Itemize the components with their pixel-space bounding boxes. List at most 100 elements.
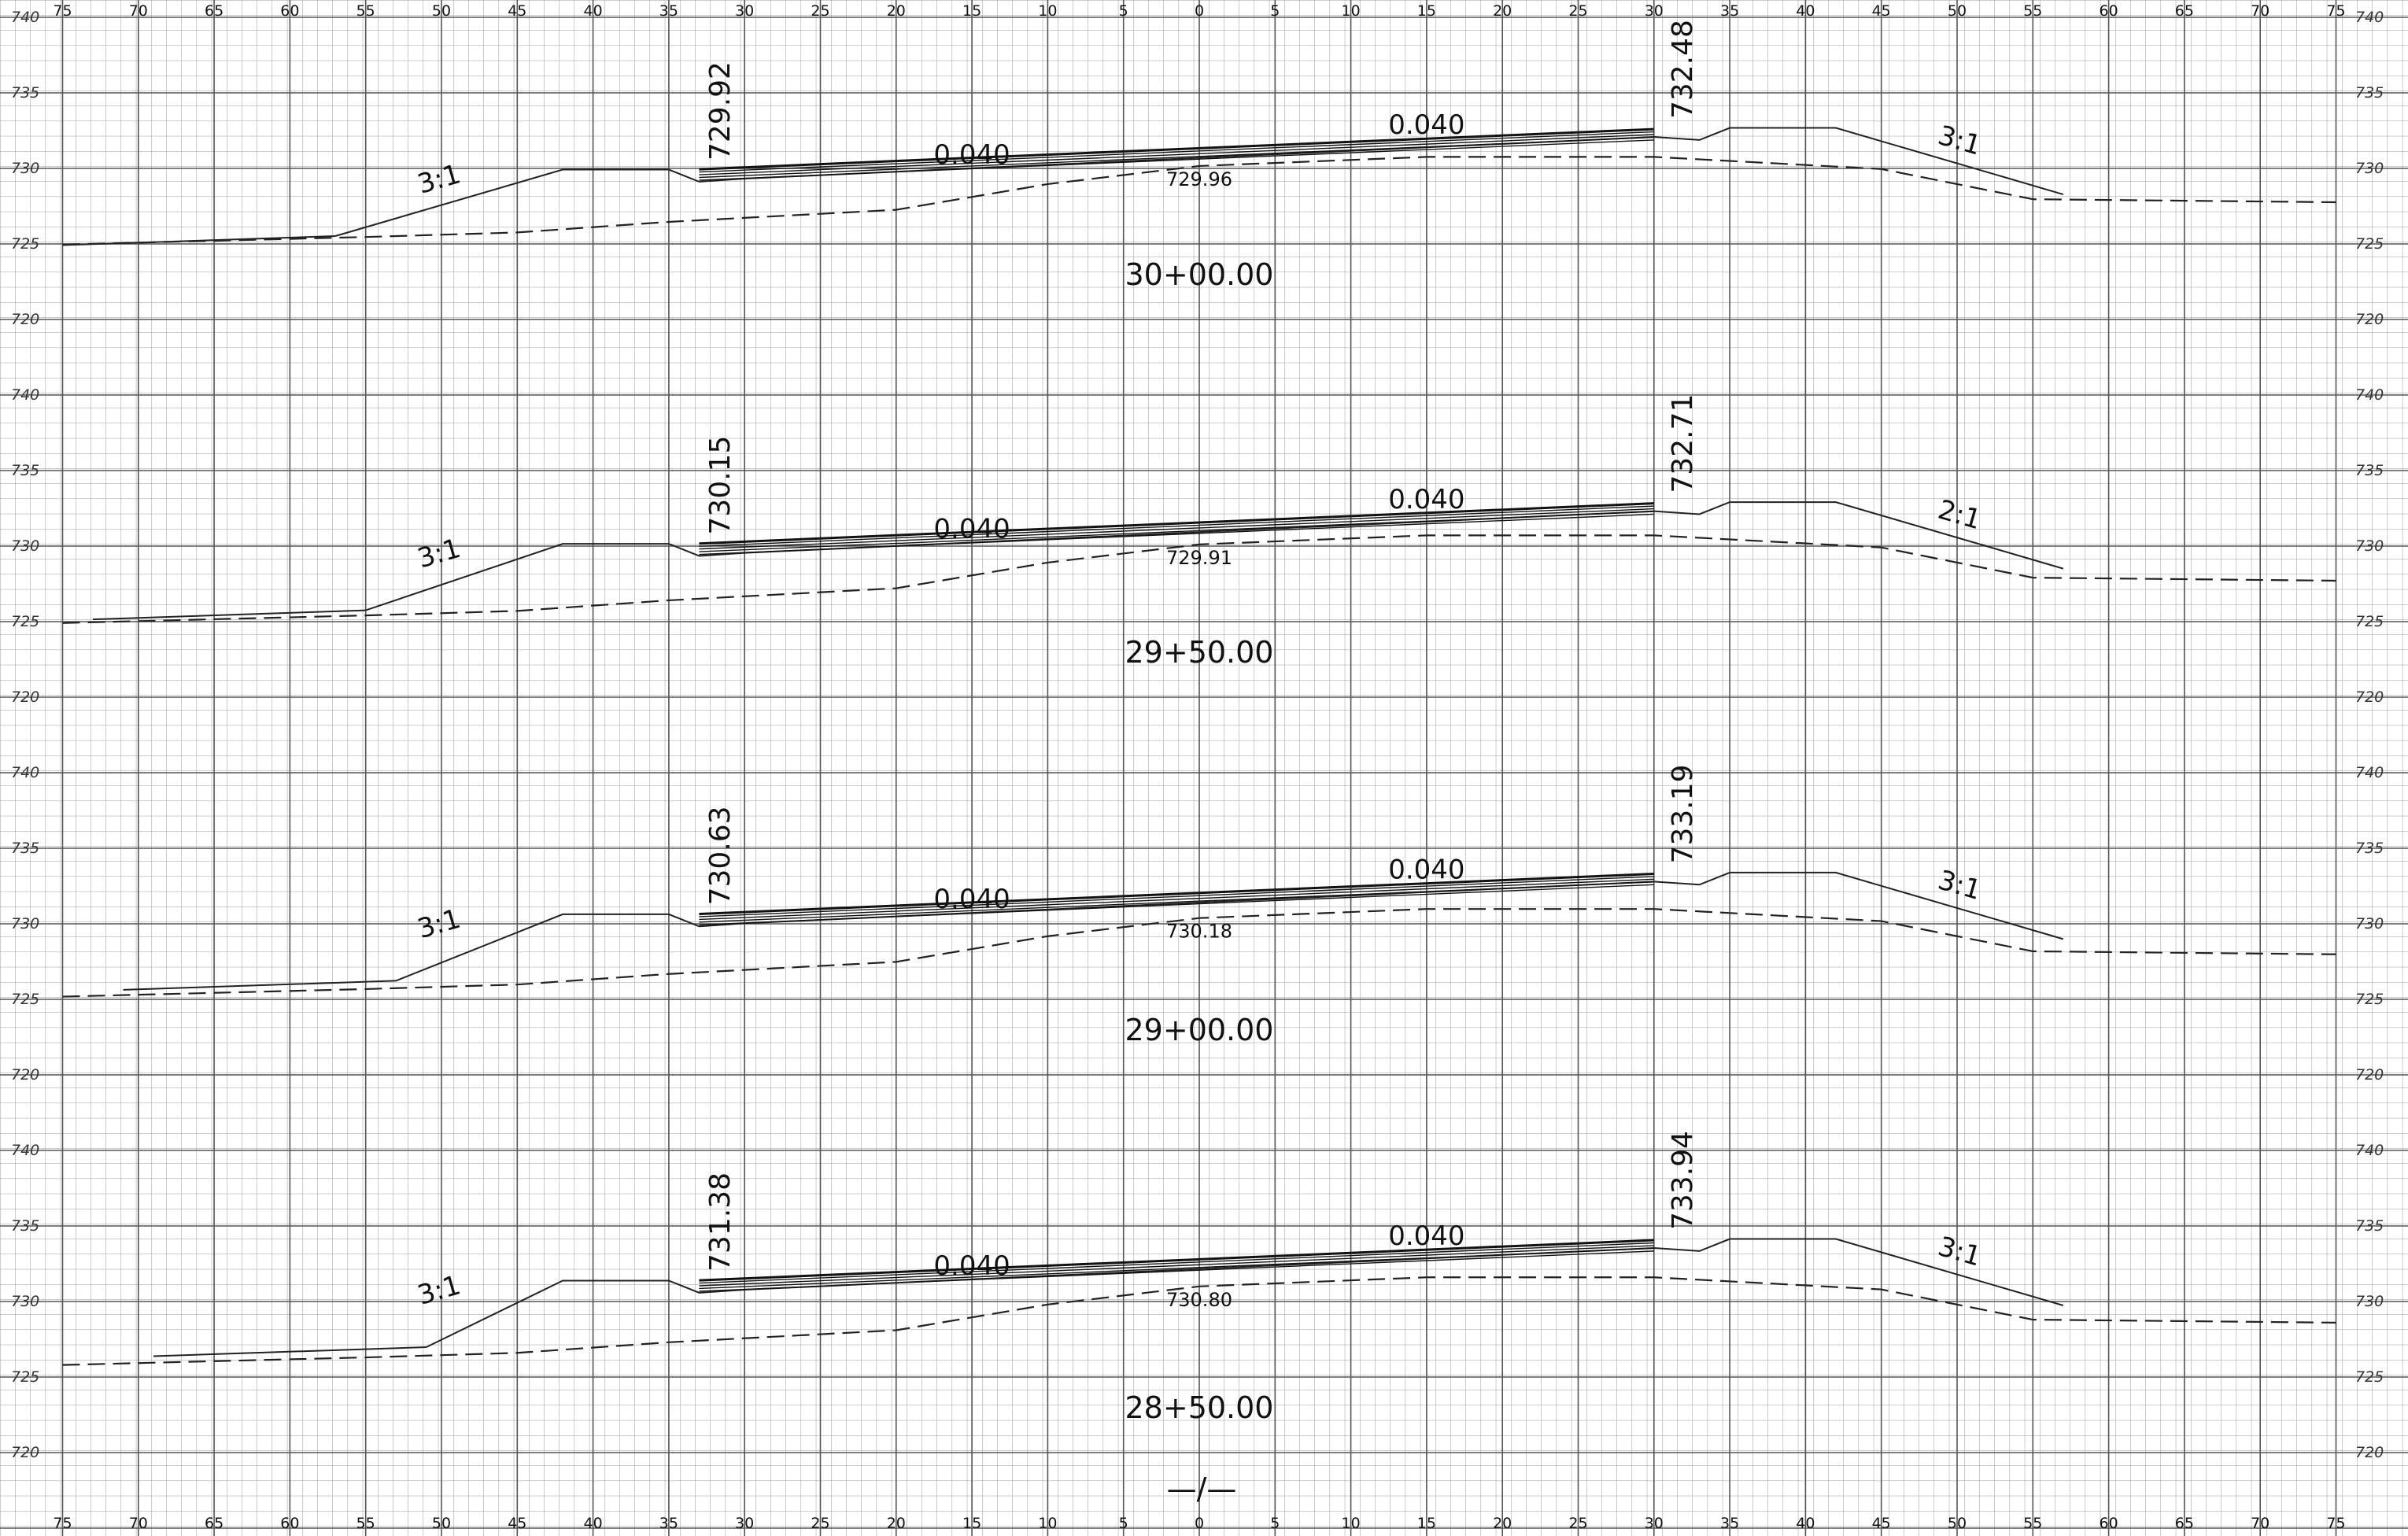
left-cross-slope: 0.040 — [933, 884, 1010, 915]
offset-tick-label: 20 — [1493, 1515, 1512, 1532]
elevation-tick-label: 725 — [11, 613, 39, 630]
elevation-tick-label: 725 — [11, 235, 39, 253]
pavement-layer-line — [699, 1250, 1654, 1292]
offset-tick-label: 50 — [432, 1515, 451, 1532]
pavement-layer-line — [699, 1239, 1654, 1282]
offset-tick-label: 25 — [811, 1515, 829, 1532]
station-label: 29+00.00 — [1125, 1013, 1274, 1047]
centerline-elevation: 729.96 — [1166, 168, 1232, 190]
elevation-tick-label: 720 — [11, 1066, 39, 1084]
offset-tick-label: 70 — [129, 1515, 148, 1532]
elevation-tick-label: 735 — [2355, 462, 2384, 479]
left-edge-elevation: 730.15 — [704, 436, 737, 535]
right-cross-slope: 0.040 — [1388, 855, 1464, 886]
elevation-tick-label: 725 — [2355, 235, 2384, 253]
offset-tick-label: 65 — [205, 2, 223, 20]
centerline-elevation: 730.18 — [1166, 921, 1232, 943]
elevation-tick-label: 730 — [2355, 1293, 2384, 1310]
elevation-tick-label: 730 — [2355, 160, 2384, 177]
offset-tick-label: 5 — [1119, 2, 1128, 20]
offset-tick-label: 40 — [584, 2, 603, 20]
offset-tick-label: 75 — [53, 2, 72, 20]
offset-tick-label: 45 — [1872, 2, 1891, 20]
offset-tick-label: 65 — [205, 1515, 223, 1532]
pavement-layer-line — [699, 1247, 1654, 1290]
toe-line — [92, 609, 366, 621]
centerline-elevation: 729.91 — [1166, 547, 1232, 569]
pavement-layer-line — [699, 878, 1654, 921]
elevation-tick-label: 740 — [11, 386, 39, 404]
pavement-layer-line — [699, 136, 1654, 179]
offset-tick-label: 10 — [1038, 1515, 1057, 1532]
offset-tick-label: 60 — [280, 2, 299, 20]
elevation-tick-label: 735 — [11, 462, 39, 479]
right-edge-elevation: 732.48 — [1667, 20, 1699, 119]
offset-tick-label: 0 — [1195, 2, 1204, 20]
right-edge-elevation: 732.71 — [1667, 394, 1699, 493]
elevation-tick-label: 735 — [2355, 840, 2384, 857]
offset-tick-label: 55 — [2023, 2, 2042, 20]
offset-tick-label: 55 — [356, 1515, 375, 1532]
proposed-template-line — [334, 127, 2064, 237]
offset-tick-label: 5 — [1119, 1515, 1128, 1532]
offset-tick-label: 70 — [129, 2, 148, 20]
offset-tick-label: 55 — [2023, 1515, 2042, 1532]
offset-tick-label: 45 — [508, 2, 526, 20]
offset-tick-label: 30 — [1645, 1515, 1664, 1532]
right-cross-slope: 0.040 — [1388, 1220, 1464, 1252]
left-edge-elevation: 729.92 — [704, 61, 737, 161]
elevation-tick-label: 720 — [11, 689, 39, 706]
pavement-layer-line — [699, 139, 1654, 181]
pavement-layer-line — [699, 876, 1654, 918]
offset-tick-label: 55 — [356, 2, 375, 20]
offset-tick-label: 20 — [887, 2, 906, 20]
station-label: 28+50.00 — [1125, 1390, 1274, 1425]
pavement-layer-line — [699, 511, 1654, 552]
left-cross-slope: 0.040 — [933, 1250, 1010, 1282]
elevation-tick-label: 740 — [2355, 764, 2384, 781]
match-mark: —/— — [1167, 1471, 1237, 1506]
right-edge-elevation: 733.94 — [1667, 1131, 1699, 1230]
offset-tick-label: 75 — [53, 1515, 72, 1532]
station-label: 30+00.00 — [1125, 257, 1274, 292]
offset-tick-label: 30 — [735, 2, 754, 20]
offset-tick-label: 15 — [962, 1515, 981, 1532]
elevation-tick-label: 740 — [2355, 1142, 2384, 1159]
offset-tick-label: 75 — [2326, 1515, 2345, 1532]
offset-tick-label: 25 — [1568, 2, 1587, 20]
offset-tick-label: 50 — [1948, 2, 1967, 20]
station-label: 29+50.00 — [1125, 635, 1274, 670]
pavement-layer-line — [699, 134, 1654, 175]
pavement-layer-line — [699, 131, 1654, 173]
offset-tick-label: 60 — [280, 1515, 299, 1532]
proposed-template-line — [395, 871, 2064, 982]
pavement-layer-line — [699, 884, 1654, 926]
offset-tick-label: 40 — [584, 1515, 603, 1532]
toe-line — [62, 235, 336, 246]
existing-ground-line — [62, 534, 2336, 624]
offset-tick-label: 5 — [1270, 1515, 1280, 1532]
existing-ground-line — [62, 1276, 2336, 1366]
offset-tick-label: 50 — [1948, 1515, 1967, 1532]
elevation-tick-label: 730 — [2355, 915, 2384, 932]
elevation-tick-label: 725 — [2355, 991, 2384, 1008]
elevation-tick-label: 730 — [11, 915, 39, 932]
elevation-axis-left: 7407357307257207407357307257207407357307… — [11, 9, 39, 1461]
elevation-tick-label: 735 — [2355, 84, 2384, 102]
elevation-tick-label: 735 — [11, 1217, 39, 1235]
elevation-axis-right: 7407357307257207407357307257207407357307… — [2355, 9, 2384, 1461]
offset-tick-label: 25 — [1568, 1515, 1587, 1532]
offset-tick-label: 25 — [811, 2, 829, 20]
offset-tick-label: 70 — [2251, 1515, 2270, 1532]
proposed-template-line — [426, 1238, 2064, 1348]
pavement-layer-line — [699, 502, 1654, 545]
elevation-tick-label: 720 — [11, 1444, 39, 1461]
offset-tick-label: 30 — [735, 1515, 754, 1532]
offset-tick-label: 0 — [1195, 1515, 1204, 1532]
toe-line — [123, 980, 397, 991]
